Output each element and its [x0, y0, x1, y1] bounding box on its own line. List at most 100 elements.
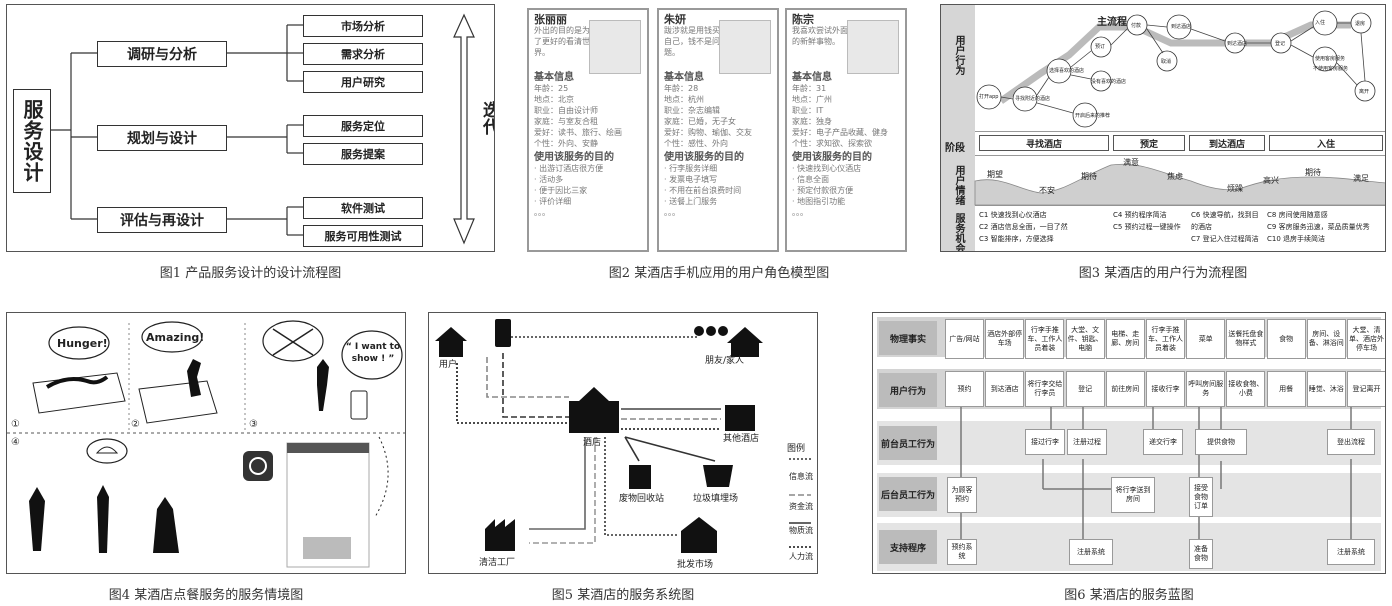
- opportunity: C3 智能排序，方便选择: [979, 235, 1054, 243]
- fig4-bubble-hunger: Hunger!: [57, 337, 108, 350]
- fig4-step: ②: [131, 419, 140, 430]
- fig3-row-label: 服务机会: [953, 213, 964, 252]
- fig3-flow-graphics: [974, 10, 1385, 206]
- recycle-icon: [629, 465, 651, 489]
- persona-info: 家庭：已婚，无子女: [664, 117, 736, 126]
- fig3-opps-col: C4 预约程序简洁 C5 预约过程一键操作: [1113, 209, 1189, 233]
- opportunity: C5 预约过程一键操作: [1113, 223, 1181, 231]
- opportunity: C6 快速导航，找到目的酒店: [1191, 211, 1259, 231]
- bp-back-cell: 接受食物订单: [1189, 477, 1213, 517]
- fig3-node-label: 登记: [1275, 41, 1286, 47]
- fig3-emotion: 期望: [987, 170, 1003, 179]
- persona-goal: · 行李服务详细: [664, 164, 718, 173]
- fig3-emotion: 期待: [1305, 168, 1321, 177]
- persona-goal: · 送餐上门服务: [664, 197, 718, 206]
- bp-front-cell: 接过行李: [1025, 429, 1065, 455]
- fig3-emotion: 不安: [1039, 186, 1055, 195]
- fig5-legend-item: 人力流: [789, 552, 813, 561]
- persona-goal: · 信息全面: [792, 175, 830, 184]
- fig4-step: ①: [11, 419, 20, 430]
- bp-user-cell: 用餐: [1266, 371, 1306, 407]
- bp-physical-cell: 酒店外部停车场: [985, 319, 1025, 359]
- bp-physical-cell: 行李手推车、工作人员着装: [1146, 319, 1185, 359]
- fig3-emotion: 烦躁: [1227, 184, 1243, 193]
- persona-info: 地点：广州: [792, 95, 832, 104]
- bp-user-cell: 睡觉、沐浴: [1306, 371, 1346, 407]
- fig3-divider: [975, 205, 1385, 206]
- fig5-graphics: [435, 319, 811, 553]
- fig3-emotion: 高兴: [1263, 176, 1279, 185]
- caption-fig5: 图5 某酒店的服务系统图: [551, 588, 695, 603]
- fig4-bubble-show: “ I want to show ! ”: [345, 342, 401, 364]
- factory-icon: [485, 519, 515, 551]
- persona-goal: · 出游订酒店很方便: [534, 164, 604, 173]
- fig3-node-label: 开启后来的推荐: [1075, 113, 1111, 119]
- fig3-divider: [975, 131, 1385, 132]
- fig3-divider: [975, 155, 1385, 156]
- bp-front-cell: 提供食物: [1195, 429, 1247, 455]
- fig3-node-label: 预订: [1095, 44, 1106, 50]
- bp-user-cell: 到达酒店: [985, 371, 1025, 407]
- fig3-node-label: 离开: [1359, 89, 1370, 95]
- persona-info: 爱好：购物、瑜伽、交友: [664, 128, 752, 137]
- flow-node: [1046, 58, 1072, 84]
- bp-physical-cell: 广告/网站: [945, 319, 984, 359]
- persona-goal: · 便于因比三家: [534, 186, 588, 195]
- bp-physical-cell: 电梯、走廊、房间: [1105, 319, 1145, 359]
- persona-info: 地点：北京: [534, 95, 574, 104]
- bp-row-label: 后台员工行为: [879, 477, 937, 511]
- opportunity: C9 客房服务迅速，菜品质量优秀: [1267, 223, 1370, 231]
- bp-support-cell: 准备食物: [1189, 539, 1213, 569]
- fig3-node-label: 付款: [1131, 23, 1142, 29]
- persona-goal: · 评价详细: [534, 197, 572, 206]
- flow-node: [1312, 46, 1338, 72]
- fig5-legend-item: 物质流: [789, 526, 813, 535]
- persona-info: 职业：IT: [792, 106, 824, 115]
- bp-user-cell: 接收食物、小费: [1226, 371, 1266, 407]
- fig3-node-label: 入住: [1315, 20, 1326, 26]
- bp-user-cell: 登记离开: [1347, 371, 1385, 407]
- flow-node: [1090, 70, 1112, 92]
- fig4-scene-graphics: [7, 320, 405, 568]
- bp-user-cell: 将行李交给行李员: [1025, 371, 1065, 407]
- fig3-behavior-flow: 用户行为 阶段 用户情绪 服务机会: [940, 4, 1386, 252]
- persona-goal: · 不用在前台浪费时间: [664, 186, 742, 195]
- persona-quote: 外出的目的是为了更好的看清世界。: [534, 26, 590, 57]
- persona-info: 家庭：独身: [792, 117, 832, 126]
- caption-fig4: 图4 某酒店点餐服务的服务情境图: [108, 588, 304, 603]
- fig4-step: ④: [11, 437, 20, 448]
- fig6-blueprint: 物理事实 用户行为 前台员工行为 后台员工行为 支持程序 广告/网站酒店外部停车…: [872, 312, 1386, 574]
- bp-row-label: 物理事实: [879, 321, 937, 355]
- fig5-landfill: 垃圾填埋场: [693, 494, 739, 504]
- fig3-emotion: 满意: [1123, 158, 1139, 167]
- persona-photo: [589, 20, 641, 74]
- emotion-curve: [974, 163, 1385, 206]
- fig3-node-label: 没有喜欢的酒店: [1091, 79, 1127, 85]
- persona-info: 年龄：31: [792, 84, 827, 93]
- persona-info: 年龄：25: [534, 84, 569, 93]
- house-icon: [435, 327, 467, 357]
- fig3-node-label: 选择喜欢的酒店: [1049, 68, 1085, 74]
- opportunity: C7 登记入住过程简洁: [1191, 235, 1259, 243]
- fig1-leaf: 服务定位: [303, 115, 423, 137]
- persona-name: 朱妍: [664, 13, 686, 26]
- fig3-node-label: 寻找附近的酒店: [1015, 96, 1051, 102]
- caption-fig6: 图6 某酒店的服务蓝图: [1064, 588, 1194, 603]
- fig1-leaf: 软件测试: [303, 197, 423, 219]
- bp-back-cell: 为顾客预约: [947, 477, 977, 513]
- persona-card: 张丽丽 外出的目的是为了更好的看清世界。 基本信息 年龄：25 地点：北京 职业…: [527, 8, 649, 252]
- fig5-cleaning: 清洁工厂: [479, 558, 516, 568]
- fig5-market: 批发市场: [677, 560, 714, 570]
- fig1-leaf: 需求分析: [303, 43, 423, 65]
- bp-physical-cell: 送餐托盘食物样式: [1226, 319, 1266, 359]
- persona-info: 个性：求知欲、探索欲: [792, 139, 872, 148]
- fig3-node-label: 取消: [1161, 59, 1172, 65]
- fig3-emotion: 满足: [1353, 174, 1369, 183]
- bp-front-cell: 递交行李: [1143, 429, 1183, 455]
- bp-support-cell: 注册系统: [1069, 539, 1113, 565]
- fig3-row-label: 阶段: [945, 143, 965, 154]
- persona-info-title: 基本信息: [792, 72, 832, 83]
- fig3-row-label: 用户行为: [953, 35, 964, 75]
- fig3-node-label: 使用客房服务: [1315, 56, 1346, 62]
- fig3-label-column: [941, 5, 975, 251]
